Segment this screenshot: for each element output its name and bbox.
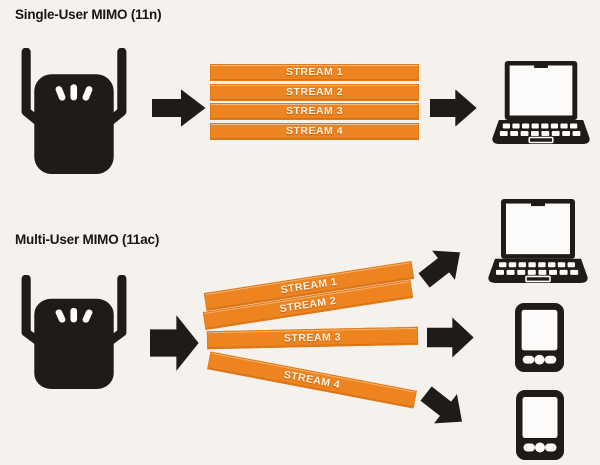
laptop-icon <box>488 199 588 284</box>
arrow-right-icon <box>152 88 207 128</box>
stream-bar: STREAM 1 <box>210 64 419 81</box>
stream-bar: STREAM 2 <box>210 83 419 101</box>
router-icon <box>18 48 130 174</box>
stream-label: STREAM 2 <box>278 294 338 316</box>
arrow-right-icon <box>430 88 478 128</box>
section-title-multi-user: Multi-User MIMO (11ac) <box>15 232 160 247</box>
section-single-user-mimo: Single-User MIMO (11n) STREAM 1 STREAM 2… <box>0 0 600 195</box>
arrow-down-right-icon <box>414 378 476 438</box>
stream-label: STREAM 4 <box>285 124 344 137</box>
section-title-single-user: Single-User MIMO (11n) <box>15 7 162 22</box>
laptop-icon <box>492 61 590 145</box>
arrow-up-right-icon <box>412 236 474 296</box>
stream-label: STREAM 4 <box>282 368 342 391</box>
router-icon <box>18 275 130 389</box>
stream-bar: STREAM 4 <box>210 122 419 140</box>
smartphone-icon <box>515 303 564 372</box>
arrow-right-icon <box>427 316 475 359</box>
stream-label: STREAM 3 <box>285 105 344 118</box>
stream-bar: STREAM 4 <box>207 351 417 409</box>
stream-label: STREAM 2 <box>285 85 344 98</box>
stream-label: STREAM 1 <box>285 66 344 79</box>
stream-bar: STREAM 3 <box>206 326 419 350</box>
arrow-right-icon <box>150 313 200 373</box>
section-multi-user-mimo: Multi-User MIMO (11ac) STREAM 1 STREAM 2… <box>0 195 600 465</box>
smartphone-icon <box>516 390 564 460</box>
stream-bar: STREAM 3 <box>210 103 419 120</box>
stream-label: STREAM 3 <box>283 331 342 345</box>
